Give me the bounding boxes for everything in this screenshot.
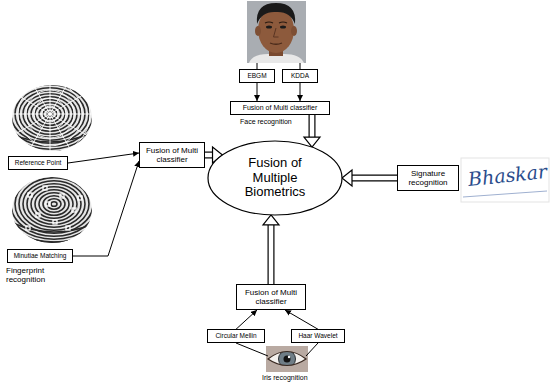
hollow-arrowhead [263,215,279,225]
method-box: Reference Point [8,156,68,169]
arrow-line [236,310,257,329]
method-box: Circular Mellin [207,329,265,342]
fusion-box: Fusion of Multi classifier [139,142,205,168]
method-box: EBGM [239,69,275,82]
fingerprint-image [0,166,109,252]
arrow [300,83,301,101]
node-text: Fusion of Multi classifier [241,288,301,306]
caption: Face recognition [240,118,292,126]
arrow [73,161,139,256]
signature-image [461,158,549,202]
hollow-arrow-fill [352,176,398,181]
method-box: Haar Wavelet [291,329,345,342]
iris-image [266,346,308,372]
caption: Fingerprint recognition [6,266,61,284]
iris-leader-lines [236,343,318,356]
ellipse-shape [208,141,342,215]
hollow-arrow-outline [352,175,398,182]
signature-box: Signature recognition [397,165,459,191]
arrow-line [68,153,139,163]
fingerprint-image [0,69,105,162]
fusion-box: Fusion of Multi classifier [236,284,306,310]
node-text: Fusion of Multi classifier [243,104,318,112]
node-text: Minutiae Matching [14,252,67,259]
node-text: Signature recognition [402,169,454,187]
arrow-line [300,83,301,101]
method-box: Minutiae Matching [7,249,73,262]
hollow-arrow [263,215,279,284]
node-text: KDDA [291,72,309,79]
hollow-arrow-outline [205,152,213,159]
hollow-arrowhead [342,170,352,186]
arrow-line [257,83,258,101]
node-text: Fusion of Multiple Biometrics [225,156,325,201]
node-text: Reference Point [15,159,62,166]
arrow [68,153,139,163]
method-box: KDDA [282,69,318,82]
arrow [236,310,257,329]
hollow-arrow-outline [309,115,316,138]
node-text: Circular Mellin [215,332,256,339]
fusion-box: Fusion of Multi classifier [230,101,330,115]
hollow-arrow-outline [268,224,275,284]
hollow-arrow-fill [310,115,315,138]
arrow-line [73,161,139,256]
hollow-arrow [342,170,397,186]
hollow-arrow [304,115,320,147]
node-text: EBGM [247,72,266,79]
face-leader-lines [257,63,300,69]
hollow-arrow-fill [269,224,274,284]
face-photo [247,1,306,63]
node-text: Haar Wavelet [298,332,337,339]
fusion-ellipse: Fusion of Multiple Biometrics [207,140,343,216]
caption: Iris recognition [262,374,308,382]
arrow [257,83,258,101]
arrow-line [285,310,318,329]
hollow-arrow-fill [205,153,213,158]
node-text: Fusion of Multi classifier [144,146,200,164]
arrow [285,310,318,329]
